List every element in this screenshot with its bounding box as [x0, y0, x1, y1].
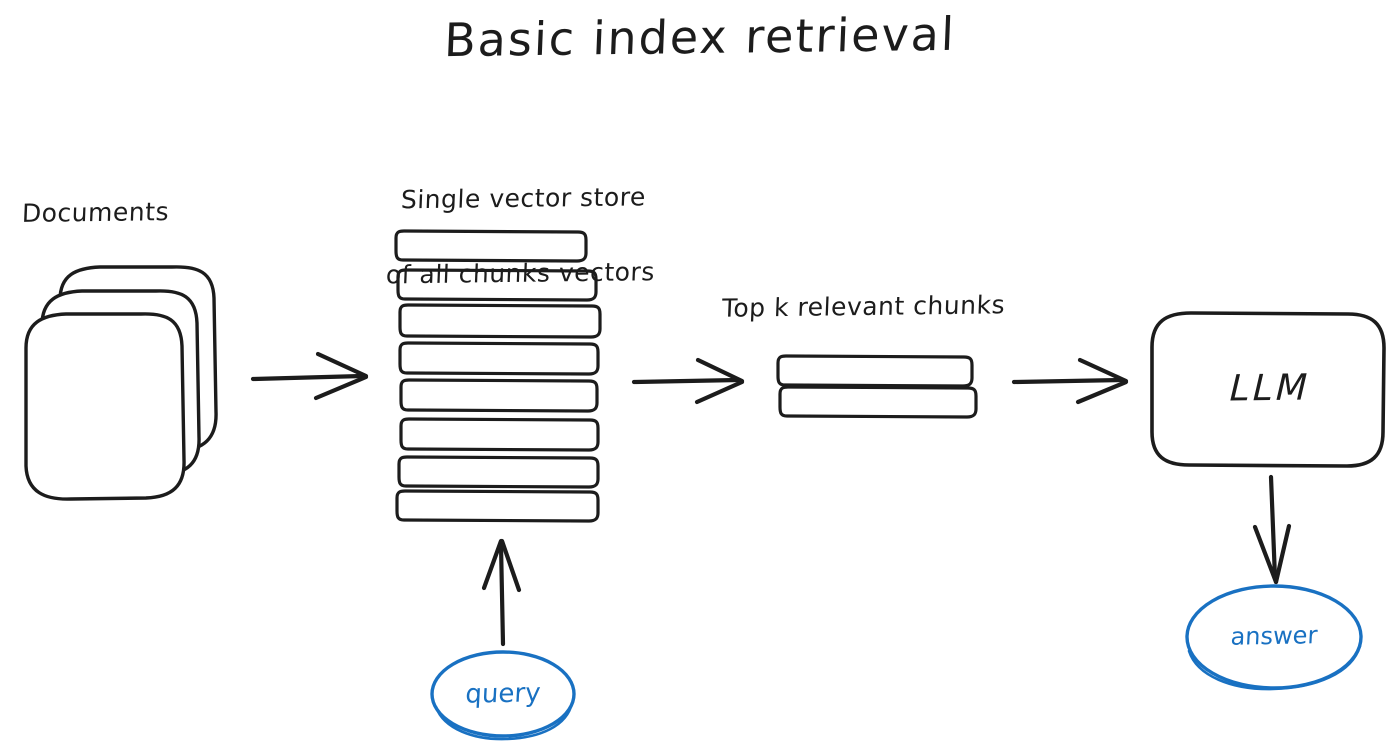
documents-stack-icon[interactable] [24, 265, 218, 501]
topk-chunk-bars[interactable] [776, 354, 978, 419]
vector-store-label-line-1: Single vector store [400, 181, 647, 214]
chunk-bar [395, 489, 600, 523]
documents-label: Documents [21, 197, 170, 228]
chunk-bar [398, 303, 602, 339]
arrow-documents-to-store [250, 351, 369, 401]
document-sheet-front [24, 312, 186, 501]
vector-store-bars[interactable] [394, 229, 602, 523]
chunk-bar [398, 341, 600, 376]
chunk-bar [399, 378, 599, 413]
arrow-store-to-topk [631, 357, 745, 405]
query-oval[interactable] [430, 650, 576, 741]
chunk-bar [397, 455, 600, 489]
query-label: query [464, 678, 542, 710]
topk-chunk-bar [776, 354, 974, 388]
llm-label: LLM [1229, 367, 1311, 410]
arrow-llm-to-answer [1252, 474, 1292, 585]
llm-box[interactable] [1150, 311, 1386, 468]
vector-store-label: Single vector store of all chunks vector… [331, 140, 679, 332]
answer-label: answer [1229, 621, 1319, 651]
chunk-bar [399, 417, 600, 452]
arrow-query-to-store [481, 538, 522, 647]
arrow-topk-to-llm [1011, 357, 1129, 405]
topk-chunk-bar [778, 385, 978, 419]
chunk-bar [396, 268, 598, 302]
chunk-bar [394, 229, 588, 263]
topk-label: Top k relevant chunks [721, 290, 1006, 323]
vector-store-label-line-2: of all chunks vectors [385, 256, 656, 289]
answer-oval[interactable] [1185, 584, 1363, 691]
